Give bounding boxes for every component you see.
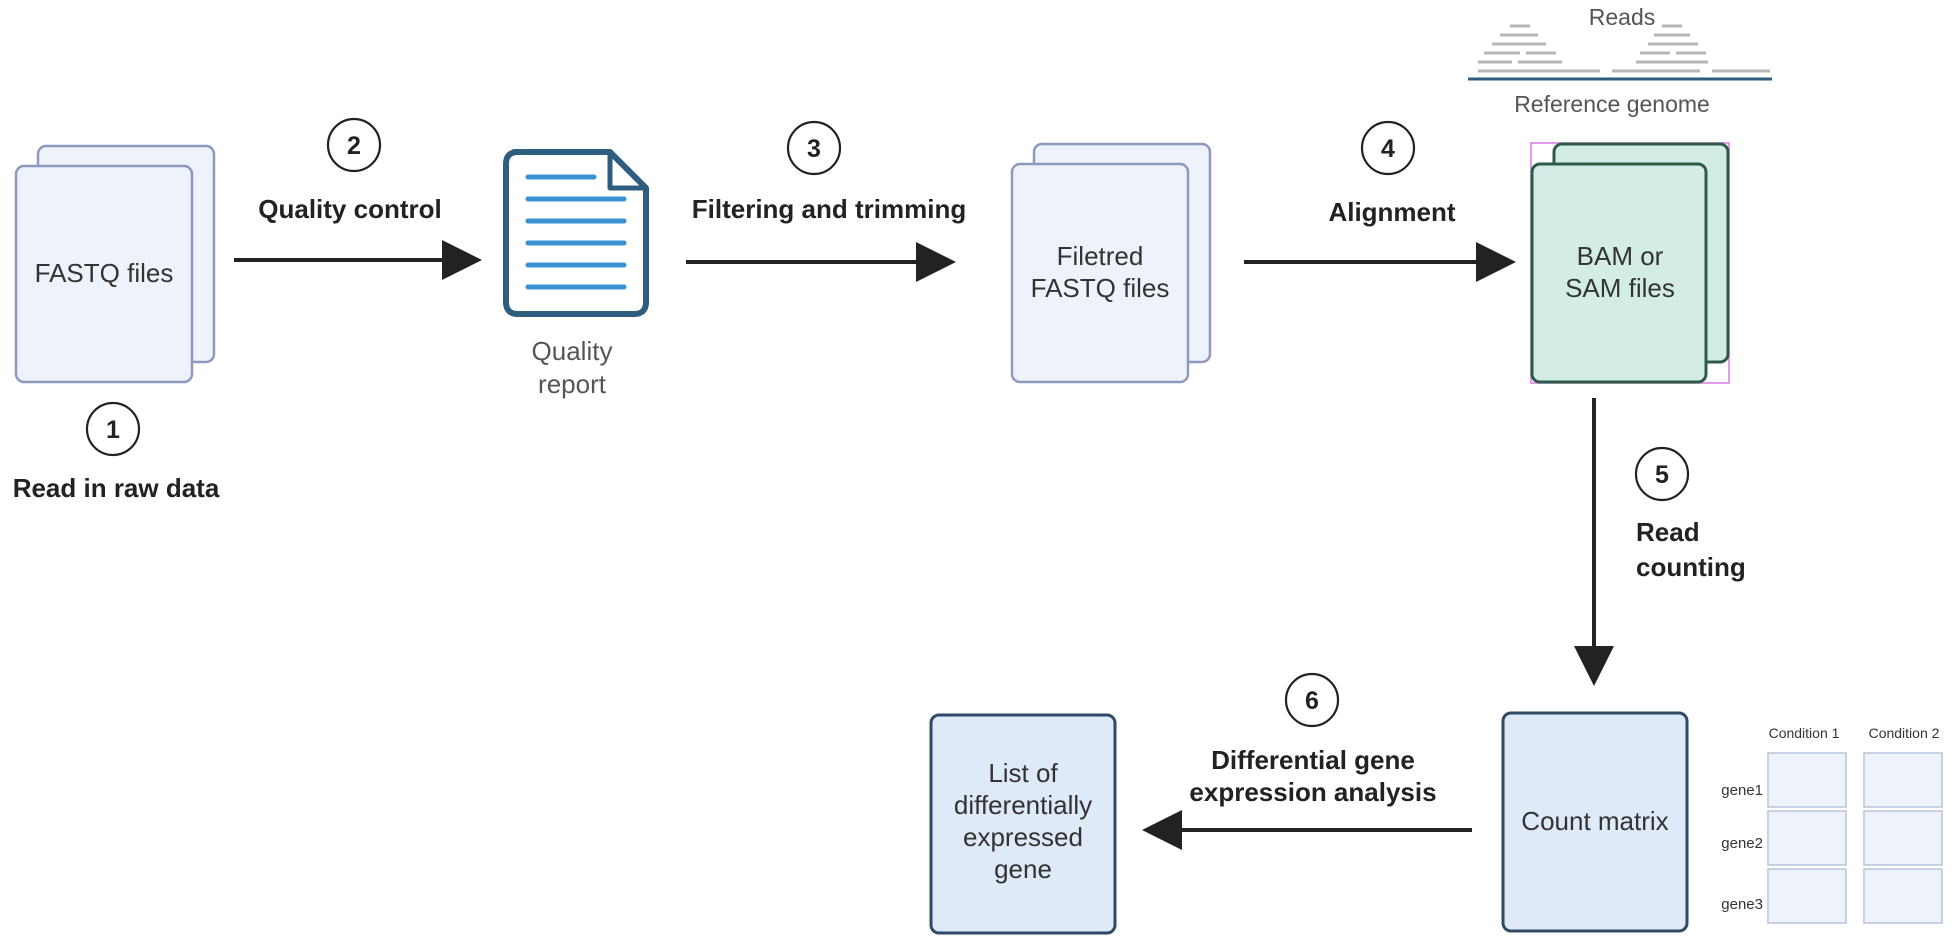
deg-list-label-line1: List of (988, 758, 1058, 788)
matrix-row-label: gene3 (1721, 896, 1763, 913)
step-2-label: Quality control (258, 194, 441, 224)
step-1-badge (85, 401, 141, 457)
deg-list-box (929, 713, 1117, 935)
filtered-fastq-label-line2: FASTQ files (1031, 273, 1170, 303)
reference-genome-label: Reference genome (1514, 91, 1710, 117)
step-2-badge (326, 117, 382, 173)
reads-label: Reads (1589, 4, 1655, 30)
step-5-label-line1: Read (1636, 517, 1700, 547)
deg-list-label-line2: differentially (954, 790, 1092, 820)
step-5-label-line2: counting (1636, 552, 1746, 582)
step-6: 6 Differential gene expression analysis (1189, 672, 1437, 807)
matrix-cell (1767, 868, 1847, 924)
step-1-number: 1 (106, 416, 120, 444)
step-5-badge (1634, 446, 1690, 502)
matrix-row-label: gene2 (1721, 835, 1763, 852)
step-4-number: 4 (1381, 135, 1395, 163)
fastq-files-node: FASTQ files (14, 144, 216, 384)
matrix-col-header: Condition 1 (1769, 725, 1840, 741)
filtered-front-page (1010, 162, 1190, 384)
step-3-badge (786, 120, 842, 176)
fastq-files-label: FASTQ files (35, 258, 174, 288)
step-5: 5 Read counting (1634, 446, 1746, 582)
quality-report-node: Quality report (503, 149, 649, 399)
alignment-inset: Reads Reference genome (1468, 4, 1772, 117)
count-matrix-box (1501, 711, 1689, 933)
matrix-cell (1863, 810, 1943, 866)
matrix-row-label: gene1 (1721, 782, 1763, 799)
step-2: 2 Quality control (258, 117, 442, 224)
bam-sam-label-line1: BAM or (1577, 241, 1664, 271)
step-5-number: 5 (1655, 461, 1669, 489)
matrix-example: Condition 1 Condition 2 gene1 gene2 gene… (1721, 725, 1943, 924)
filtered-fastq-label-line1: Filetred (1057, 241, 1144, 271)
deg-list-node: List of differentially expressed gene (929, 713, 1117, 935)
step-3-number: 3 (807, 135, 821, 163)
bam-sam-label-line2: SAM files (1565, 273, 1675, 303)
step-6-label-line2: expression analysis (1189, 777, 1436, 807)
filtered-fastq-node: Filetred FASTQ files (1010, 142, 1212, 384)
document-icon (503, 149, 649, 317)
fastq-front-page (14, 164, 194, 384)
step-4-label: Alignment (1328, 197, 1455, 227)
step-4: 4 Alignment (1328, 120, 1456, 227)
matrix-cell (1863, 868, 1943, 924)
quality-report-label-line1: Quality (532, 336, 613, 366)
count-matrix-node: Count matrix (1501, 711, 1689, 933)
bam-sam-node: BAM or SAM files (1530, 142, 1730, 384)
count-matrix-label: Count matrix (1521, 806, 1668, 836)
step-3: 3 Filtering and trimming (692, 120, 966, 224)
step-3-label: Filtering and trimming (692, 194, 966, 224)
deg-list-label-line4: gene (994, 854, 1052, 884)
step-1: 1 Read in raw data (13, 401, 220, 503)
step-1-label: Read in raw data (13, 473, 220, 503)
reads-stack (1478, 24, 1770, 73)
matrix-cell (1863, 752, 1943, 808)
step-6-number: 6 (1305, 687, 1319, 715)
matrix-col-header: Condition 2 (1869, 725, 1940, 741)
matrix-cell (1767, 752, 1847, 808)
step-2-number: 2 (347, 132, 361, 160)
deg-list-label-line3: expressed (963, 822, 1083, 852)
bam-front-page (1530, 162, 1708, 384)
matrix-cell (1767, 810, 1847, 866)
step-6-badge (1284, 672, 1340, 728)
step-6-label-line1: Differential gene (1211, 745, 1415, 775)
step-4-badge (1360, 120, 1416, 176)
quality-report-label-line2: report (538, 369, 607, 399)
